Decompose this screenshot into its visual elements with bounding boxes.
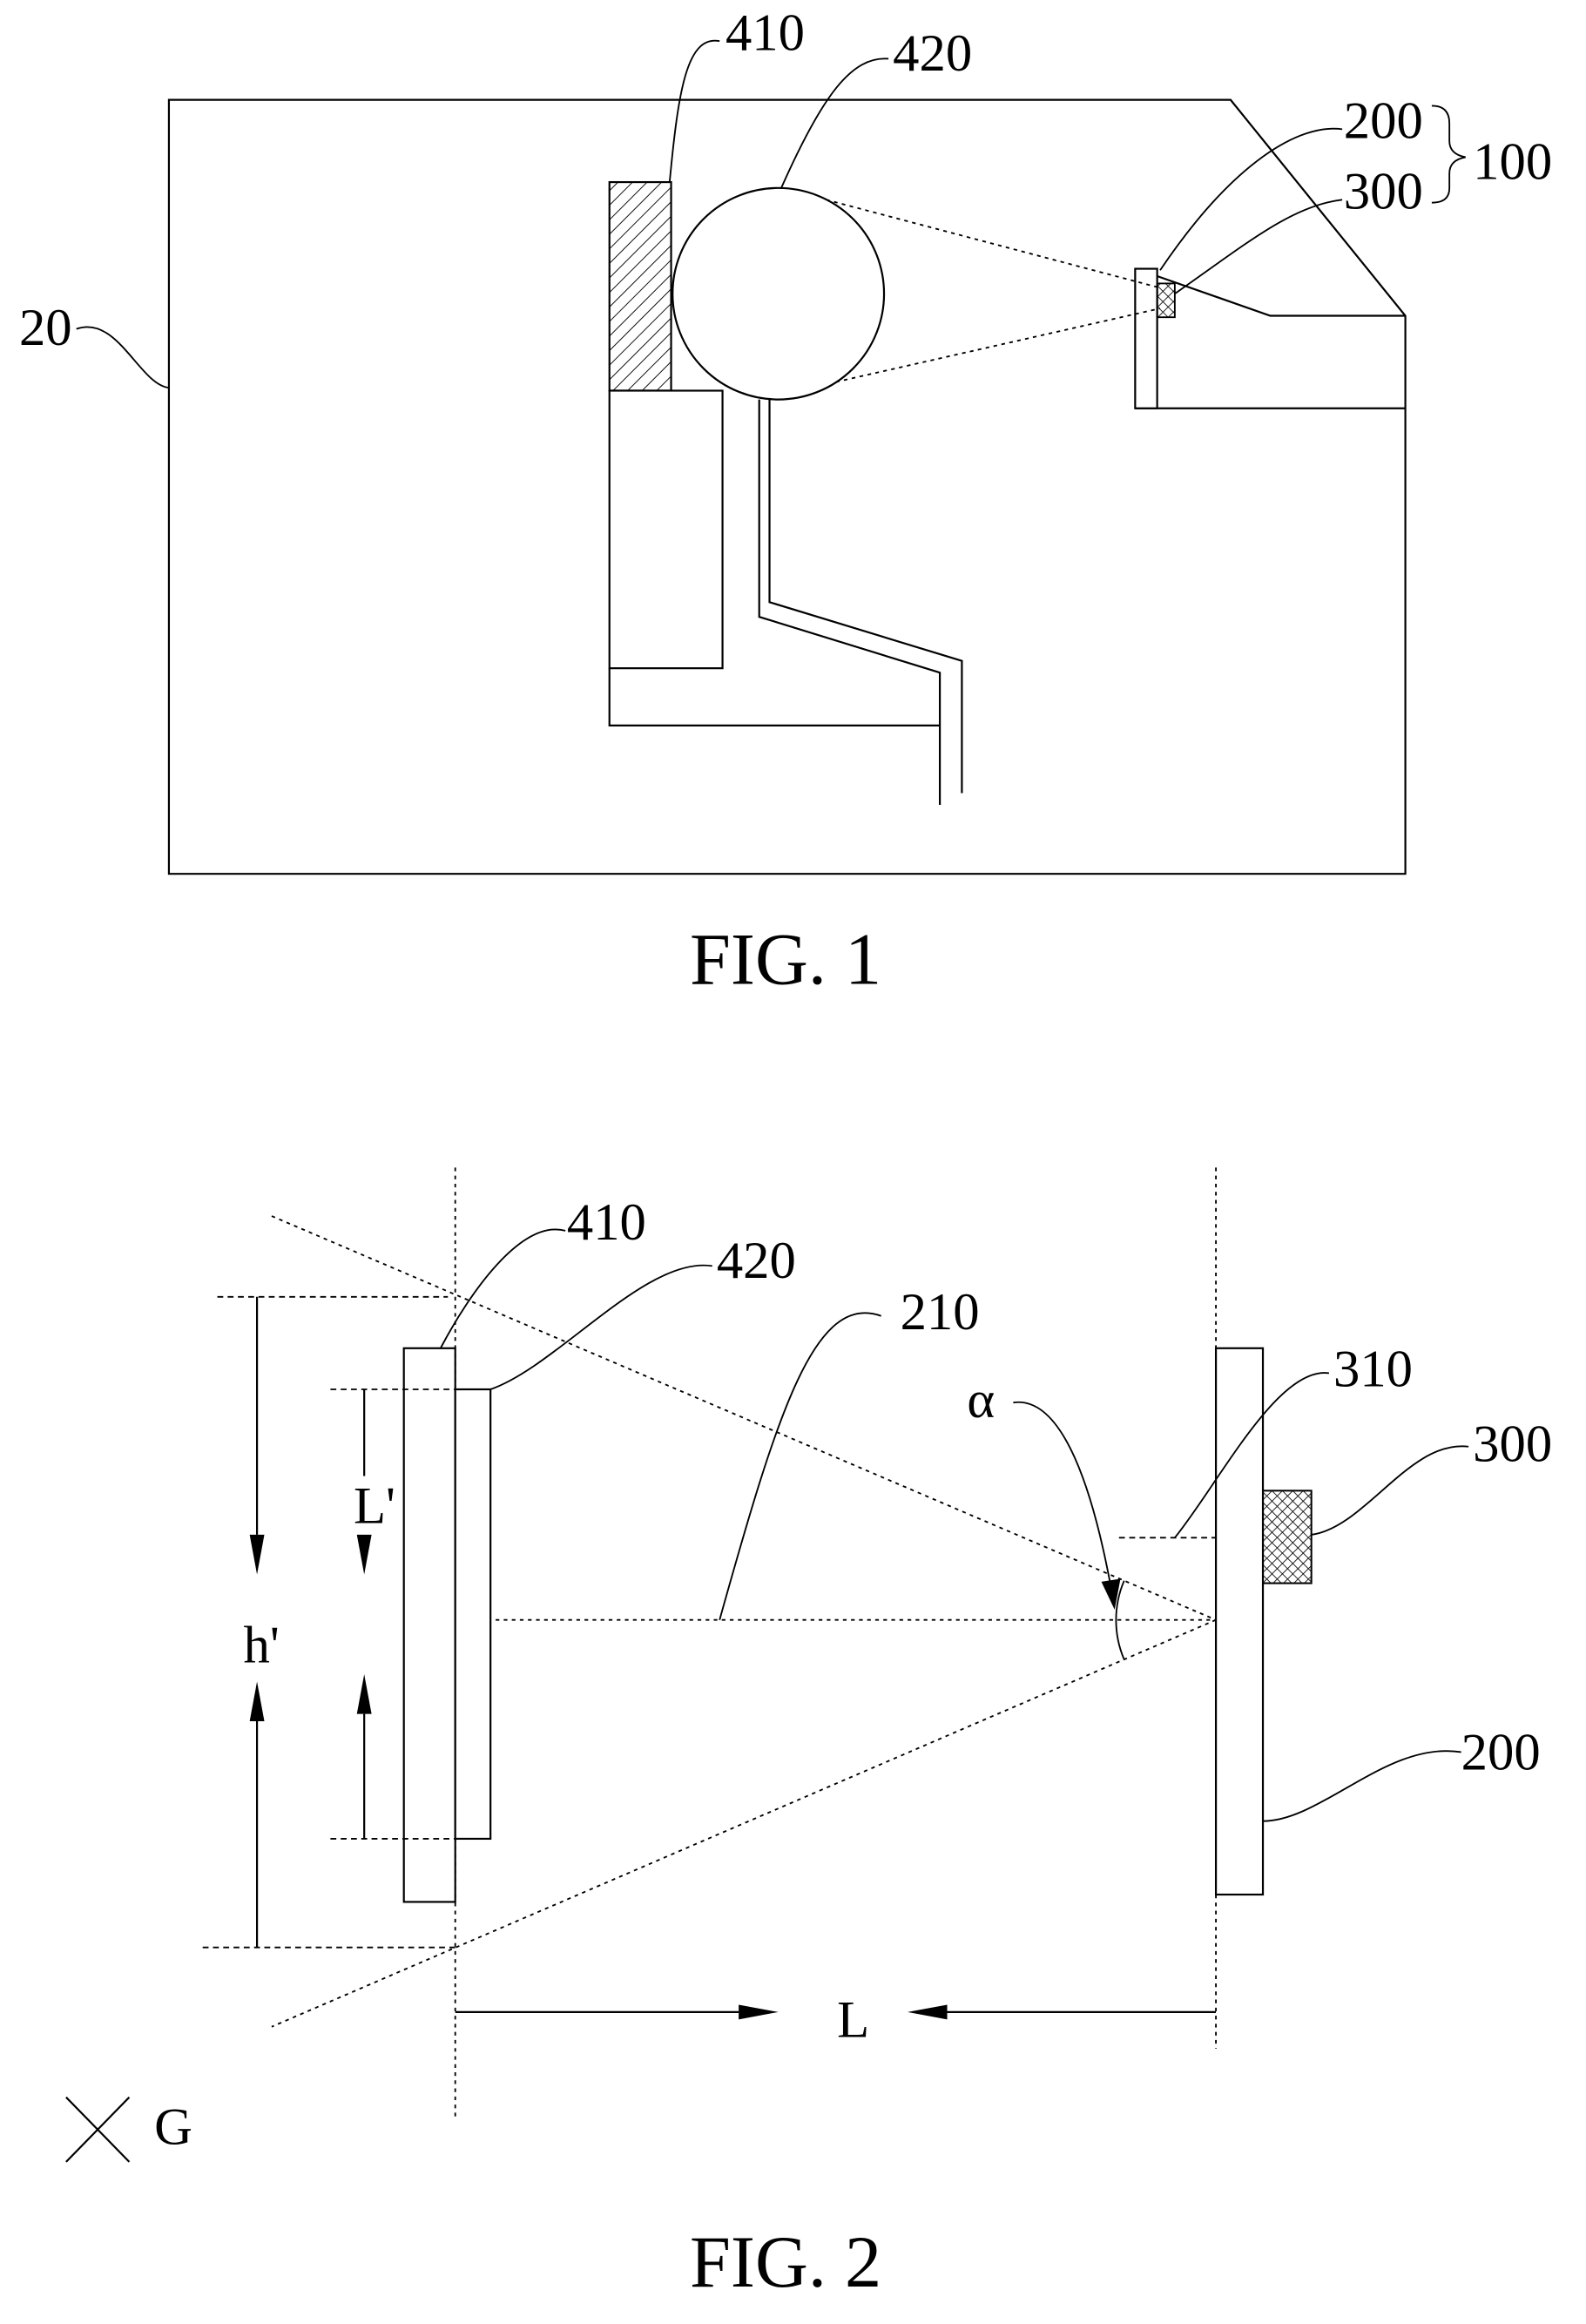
component-420	[672, 188, 884, 400]
label-h-prime: h'	[244, 1617, 280, 1675]
leader-410	[670, 41, 719, 182]
component-300	[1263, 1490, 1312, 1583]
leader-200	[1263, 1751, 1461, 1821]
label-300: 300	[1473, 1415, 1552, 1474]
support-base	[610, 668, 940, 726]
label-300: 300	[1344, 162, 1423, 220]
h-prime-arrow-down	[250, 1535, 265, 1575]
label-210: 210	[901, 1283, 980, 1341]
l-arrow-left	[908, 2004, 948, 2019]
figure-1-caption: FIG. 1	[690, 920, 881, 1001]
label-420: 420	[717, 1232, 796, 1290]
leader-420	[781, 58, 888, 188]
sensor-mount	[1135, 276, 1405, 409]
leader-300	[1175, 199, 1342, 294]
label-l: L	[837, 1991, 869, 2050]
component-200	[1135, 269, 1157, 409]
component-410	[610, 182, 672, 390]
component-200	[1216, 1348, 1263, 1895]
brace-100	[1432, 105, 1466, 202]
label-200: 200	[1461, 1724, 1541, 1782]
label-l-prime: L'	[354, 1476, 395, 1535]
figure-2: 410 420 210 α 310 300 200 h' L' L G FIG.…	[66, 1167, 1552, 2303]
l-prime-arrow-down	[357, 1535, 372, 1575]
label-20: 20	[19, 299, 72, 357]
stem-outer	[770, 400, 962, 794]
leader-210	[719, 1313, 881, 1619]
leader-420	[490, 1266, 712, 1389]
leader-20	[77, 327, 169, 388]
figure-2-caption: FIG. 2	[690, 2222, 881, 2303]
h-prime-arrow-up	[250, 1682, 265, 1722]
label-alpha: α	[967, 1371, 995, 1429]
component-420	[456, 1389, 490, 1839]
label-410: 410	[567, 1193, 646, 1252]
stem-inner	[759, 400, 940, 805]
leader-200	[1160, 129, 1342, 271]
support-block	[610, 390, 723, 668]
leader-410	[441, 1229, 565, 1348]
figure-1: 20 410 420 200 300 100 FIG. 1	[19, 3, 1552, 1000]
component-300	[1157, 283, 1175, 317]
label-420: 420	[893, 24, 972, 83]
label-200: 200	[1344, 91, 1423, 150]
label-100: 100	[1473, 133, 1552, 192]
component-410	[404, 1348, 456, 1902]
l-prime-arrow-up	[357, 1674, 372, 1714]
label-310: 310	[1333, 1341, 1413, 1399]
label-g: G	[154, 2098, 192, 2157]
leader-300	[1312, 1446, 1468, 1535]
leader-alpha	[1013, 1402, 1110, 1584]
label-410: 410	[726, 3, 805, 62]
l-arrow-right	[739, 2004, 779, 2019]
